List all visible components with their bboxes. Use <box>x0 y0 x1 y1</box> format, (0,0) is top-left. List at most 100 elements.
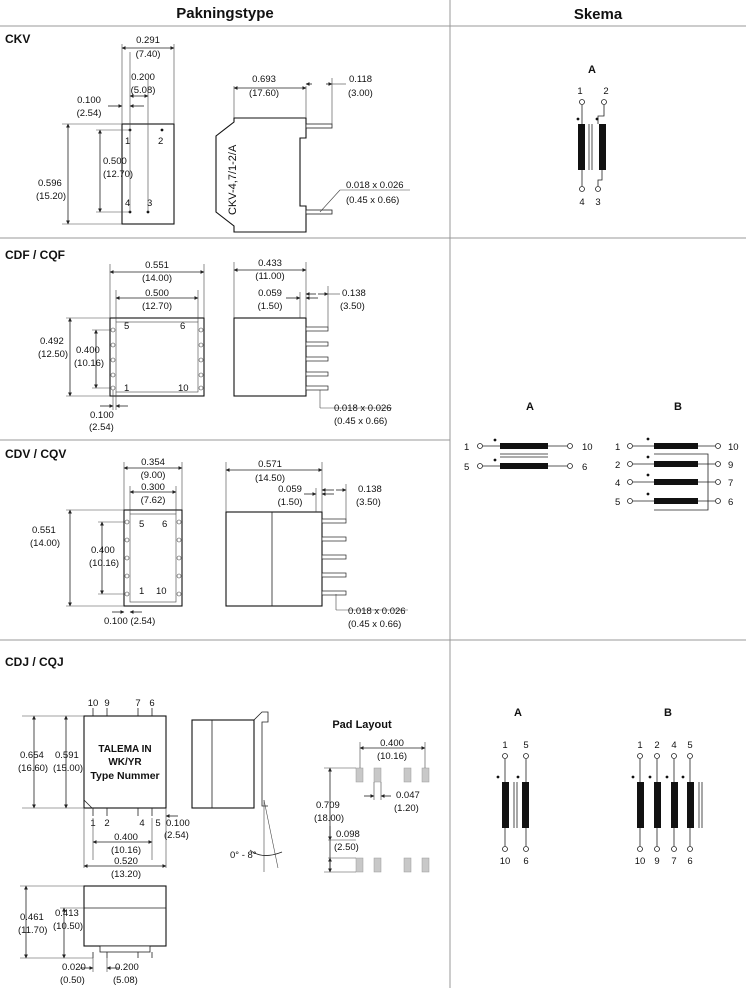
ckv-dim-pitch-mm: (5.08) <box>131 85 156 96</box>
ckv-schema-pin-2: 2 <box>603 86 608 97</box>
cdf-title: CDF / CQF <box>5 248 65 262</box>
cdj-pad-gap-mm: (2.50) <box>334 842 359 853</box>
cdj-pin-6: 6 <box>149 698 154 709</box>
cdj-dim-seated-height-in: 0.461 <box>20 912 44 923</box>
cdj-marking-line-1: TALEMA IN <box>98 744 151 755</box>
ckv-schema-a: A 1 2 4 3 <box>576 64 609 208</box>
cdf-dim-pinrow-in: 0.400 <box>76 345 100 356</box>
cdj-dim-width-in: 0.520 <box>114 856 138 867</box>
ckv-dim-offset-in: 0.100 <box>77 95 101 106</box>
cdf-dim-terminal-mm: (3.50) <box>340 301 365 312</box>
mid-schema-b-label: B <box>674 401 682 413</box>
cdj-dim-pitch-in: 0.400 <box>114 832 138 843</box>
section-cdf: CDF / CQF 5 6 1 10 0.551 (14.00) 0.500 (… <box>5 248 392 433</box>
cdf-dim-height-mm: (12.50) <box>38 349 68 360</box>
cdj-dim-height2-mm: (15.00) <box>53 763 83 774</box>
ckv-dim-pinrow-mm: (12.70) <box>103 169 133 180</box>
ckv-schema-pin-4: 4 <box>579 197 584 208</box>
cdf-dim-width-mm: (14.00) <box>142 273 172 284</box>
ckv-side-body <box>215 117 307 233</box>
ckv-dim-terminal-in: 0.118 <box>349 74 372 85</box>
cdf-side-body <box>233 317 307 397</box>
cdj-dim-body-height-mm: (10.50) <box>53 921 83 932</box>
cdj-pad-pad-width-in: 0.047 <box>396 790 420 801</box>
ckv-dim-height-in: 0.596 <box>38 178 62 189</box>
cdj-dim-pitch-mm: (10.16) <box>111 845 141 856</box>
cdf-dim-height-in: 0.492 <box>40 336 64 347</box>
cdf-dim-pitch-mm: (12.70) <box>142 301 172 312</box>
cdj-pad-height-mm: (18.00) <box>314 813 344 824</box>
ckv-part-marking: CKV-4,7/1-2/A <box>227 144 239 215</box>
mid-schema-b: B 1 10 2 9 4 7 5 6 <box>615 401 739 511</box>
cdj-lead-angle: 0° - 8° <box>230 850 257 861</box>
cdv-pin-6: 6 <box>162 519 167 530</box>
cdj-pin-2: 2 <box>104 818 109 829</box>
cdj-dim-height2-in: 0.591 <box>55 750 79 761</box>
ckv-schema-label: A <box>588 64 596 76</box>
cdf-dim-offset-mm: (2.54) <box>89 422 114 433</box>
cdj-b-pin-5: 5 <box>687 740 692 751</box>
cdj-pin-4: 4 <box>139 818 144 829</box>
cdj-dim-width-mm: (13.20) <box>111 869 141 880</box>
cdv-dim-terminal-mm: (3.50) <box>356 497 381 508</box>
ckv-dim-pin-in: 0.018 x 0.026 <box>346 180 404 191</box>
mid-a-pin-10: 10 <box>582 442 593 453</box>
cdj-dim-seated-height-mm: (11.70) <box>18 925 47 936</box>
ckv-dim-height-mm: (15.20) <box>36 191 66 202</box>
cdv-pin-1: 1 <box>139 586 144 597</box>
mid-schema-a-label: A <box>526 401 534 413</box>
cdv-dim-height-mm: (14.00) <box>30 538 60 549</box>
ckv-schema-pin-3: 3 <box>595 197 600 208</box>
cdj-a-pin-10: 10 <box>500 856 511 867</box>
cdf-dim-pinrow-mm: (10.16) <box>74 358 104 369</box>
mid-a-pin-1: 1 <box>464 442 469 453</box>
cdj-schema-a: A 1 5 10 6 <box>496 707 529 867</box>
cdj-b-pin-9: 9 <box>654 856 659 867</box>
cdj-pad-width-in: 0.400 <box>380 738 404 749</box>
cdv-side-body <box>225 511 323 607</box>
cdj-pin-7: 7 <box>135 698 140 709</box>
mid-b-pin-1: 1 <box>615 442 620 453</box>
ckv-pin-1: 1 <box>125 136 130 147</box>
cdv-dim-width-mm: (9.00) <box>141 470 166 481</box>
cdv-front-body <box>123 509 183 607</box>
ckv-schema-coil-2 <box>599 124 606 170</box>
mid-b-pin-10: 10 <box>728 442 739 453</box>
ckv-dim-width-in: 0.291 <box>136 35 160 46</box>
cdj-pad-width-mm: (10.16) <box>377 751 407 762</box>
cdj-schema-b-label: B <box>664 707 672 719</box>
cdj-side-body <box>191 719 255 809</box>
cdj-dim-offset-in: 0.100 <box>166 818 190 829</box>
cdv-pin-5: 5 <box>139 519 144 530</box>
cdv-dim-pin-mm: (0.45 x 0.66) <box>348 619 401 630</box>
cdj-pad-title: Pad Layout <box>332 719 392 731</box>
ckv-dim-pin-mm: (0.45 x 0.66) <box>346 195 399 206</box>
cdv-dim-height-in: 0.551 <box>32 525 56 536</box>
cdj-b-pin-6: 6 <box>687 856 692 867</box>
cdj-schema-a-label: A <box>514 707 522 719</box>
ckv-dim-width-mm: (7.40) <box>136 49 161 60</box>
cdv-dim-length-mm: (14.50) <box>255 473 285 484</box>
cdv-title: CDV / CQV <box>5 447 66 461</box>
cdj-dim-pinpitch-mm: (5.08) <box>113 975 138 986</box>
cdj-marking-line-3: Type Nummer <box>90 770 159 782</box>
cdj-dim-pinpitch-in: 0.200 <box>115 962 139 973</box>
cdv-pin-10: 10 <box>156 586 167 597</box>
cdf-dim-offset-in: 0.100 <box>90 410 114 421</box>
cdv-dim-pitch-mm: (7.62) <box>141 495 166 506</box>
cdj-b-pin-2: 2 <box>654 740 659 751</box>
cdj-b-pin-4: 4 <box>671 740 676 751</box>
ckv-dim-terminal-mm: (3.00) <box>348 88 373 99</box>
ckv-title: CKV <box>5 32 30 46</box>
cdv-dim-terminal-in: 0.138 <box>358 484 382 495</box>
mid-a-pin-5: 5 <box>464 462 469 473</box>
cdv-dim-width-in: 0.354 <box>141 457 165 468</box>
cdf-dim-terminal-in: 0.138 <box>342 288 366 299</box>
mid-b-pin-4: 4 <box>615 478 620 489</box>
ckv-dim-pitch-in: 0.200 <box>131 72 155 83</box>
cdj-dim-height-mm: (16.60) <box>18 763 48 774</box>
cdf-pin-6: 6 <box>180 321 185 332</box>
cdv-dim-length-in: 0.571 <box>258 459 282 470</box>
mid-b-pin-9: 9 <box>728 460 733 471</box>
